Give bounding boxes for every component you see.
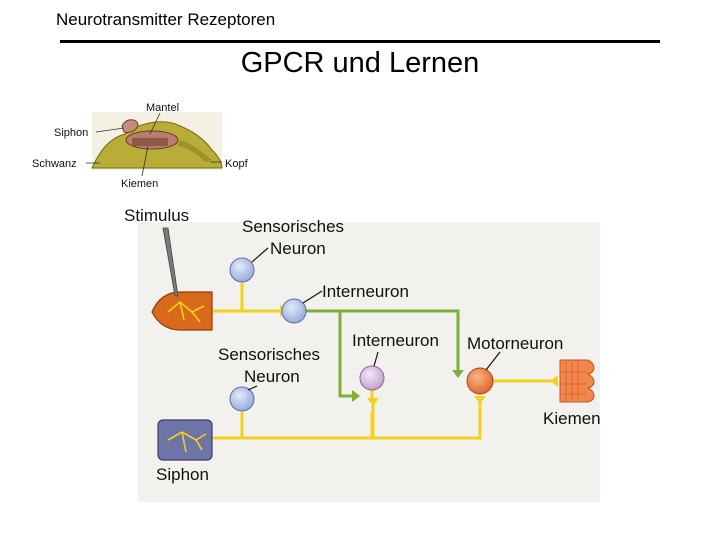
- siphon-leader: [95, 127, 125, 133]
- axon-sensory-bottom-to-motor: [240, 398, 482, 440]
- label-pointers: [247, 247, 501, 391]
- motor-neuron-cell: [466, 367, 494, 395]
- synapse-terminal: [367, 398, 379, 406]
- aplysia-head: [178, 140, 212, 162]
- label-stimulus: Stimulus: [124, 206, 189, 225]
- kiemen-leader: [141, 145, 149, 177]
- siphon-skin-shape: [157, 419, 213, 461]
- synapse-terminal: [474, 396, 486, 404]
- synapse-terminal: [352, 390, 360, 402]
- axon-interneuron-to-motor: [306, 309, 460, 372]
- label-sensory-bottom-line2: Neuron: [244, 367, 300, 386]
- label-sensory-top-line1: Sensorisches: [242, 217, 344, 236]
- label-kiemen: Kiemen: [543, 409, 601, 428]
- label-interneuron-top: Interneuron: [322, 282, 409, 301]
- interneuron-top-cell: [281, 298, 307, 324]
- label-motorneuron: Motorneuron: [467, 334, 563, 353]
- label-mantel: Mantel: [146, 102, 179, 114]
- gill-texture: [562, 362, 586, 400]
- label-sensory-top-line2: Neuron: [270, 239, 326, 258]
- synapse-terminal: [452, 370, 464, 378]
- tail-nerve-endings: [167, 300, 205, 323]
- aplysia-gill: [132, 138, 168, 146]
- aplysia-siphon: [121, 119, 139, 133]
- section-header: Neurotransmitter Rezeptoren: [56, 10, 276, 29]
- aplysia-illustration: Mantel Siphon Schwanz Kiemen Kopf: [32, 102, 249, 190]
- label-kopf: Kopf: [225, 158, 249, 170]
- header-divider: [60, 40, 660, 43]
- stimulus-electrode: [162, 227, 179, 297]
- circuit-panel: [138, 222, 600, 502]
- label-siphon: Siphon: [156, 465, 209, 484]
- siphon-skin: [157, 419, 213, 461]
- label-sensory-bottom-line1: Sensorisches: [218, 345, 320, 364]
- interneuron-bottom-cell: [359, 365, 385, 391]
- label-kiemen-small: Kiemen: [121, 178, 158, 190]
- label-siphon-small: Siphon: [54, 127, 88, 139]
- label-interneuron-bottom: Interneuron: [352, 331, 439, 350]
- siphon-nerve-endings: [167, 431, 207, 453]
- slide-title: GPCR und Lernen: [240, 47, 480, 79]
- gill-shape: [559, 359, 595, 403]
- tail-skin: [151, 227, 213, 331]
- sensory-neuron-top-cell: [229, 257, 255, 283]
- interneuron-axons: [306, 309, 460, 398]
- mantel-leader: [149, 112, 161, 135]
- label-schwanz: Schwanz: [32, 158, 77, 170]
- axon-interneuron-to-second: [338, 311, 352, 398]
- synapse-terminal: [550, 375, 558, 387]
- sensory-neuron-bottom-cell: [229, 386, 255, 412]
- gill-tissue: [559, 359, 595, 403]
